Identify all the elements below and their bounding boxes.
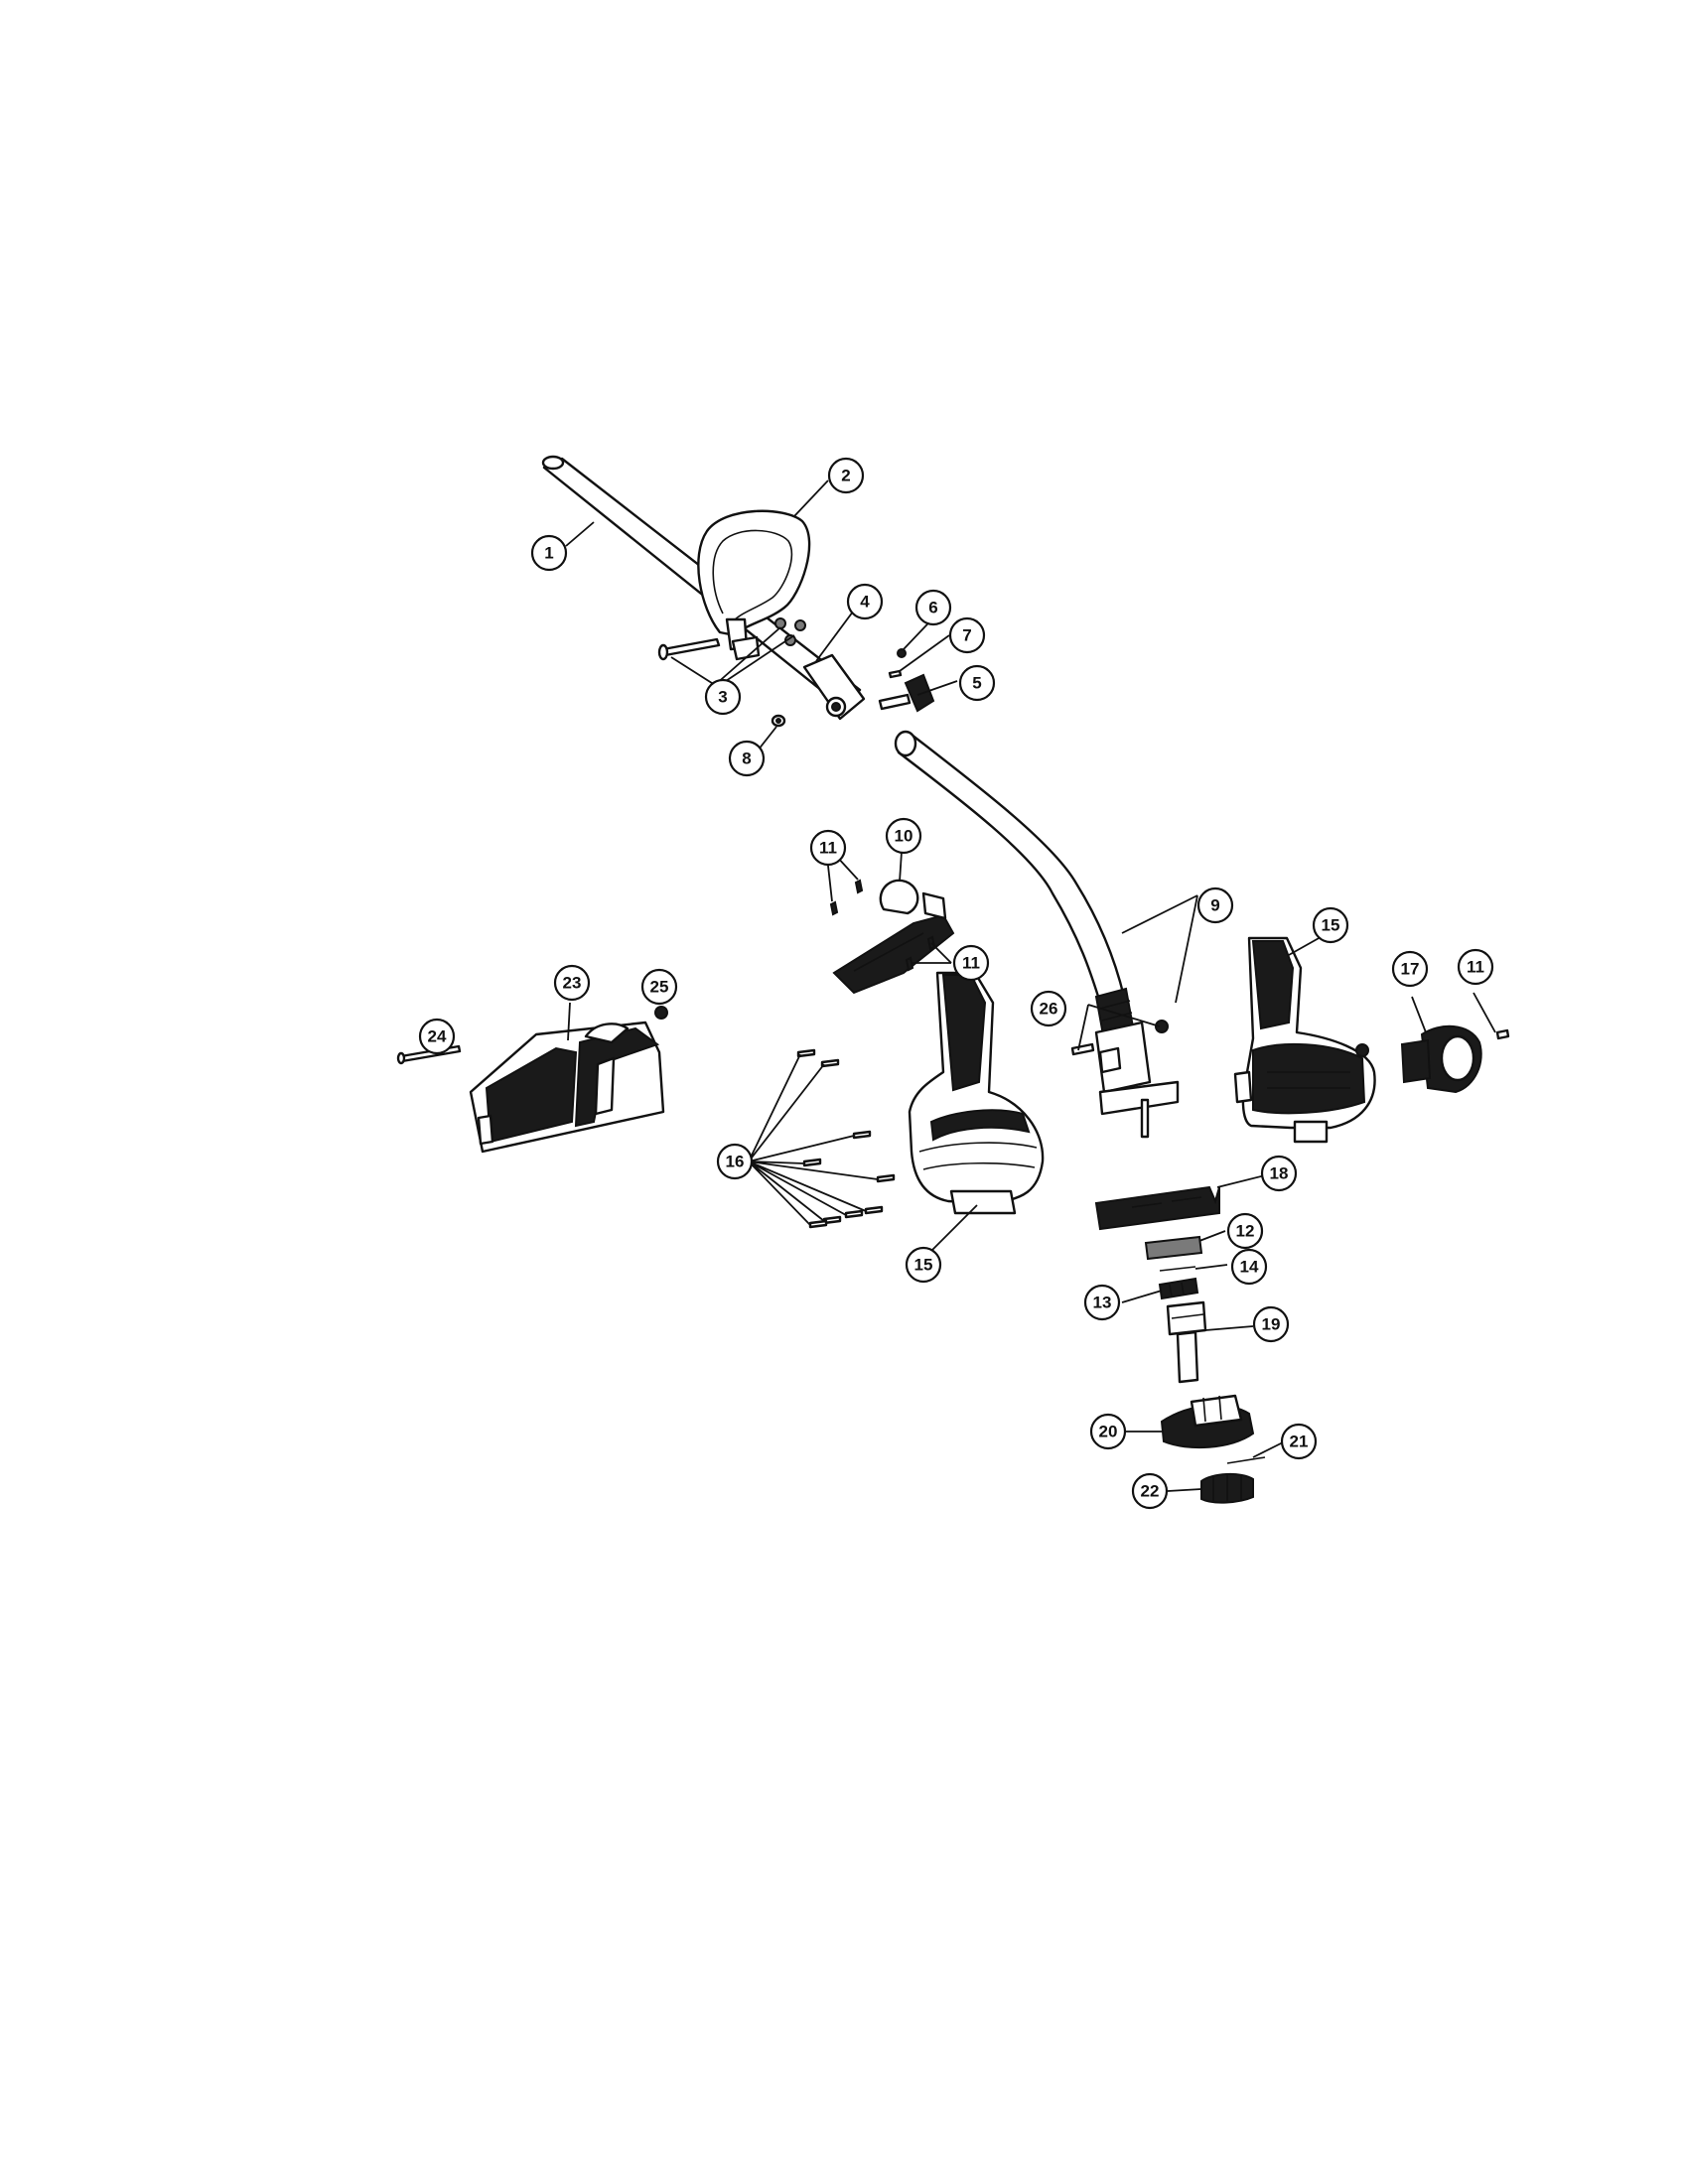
trimmer-line xyxy=(1226,1456,1266,1464)
callout-14: 14 xyxy=(1230,1248,1268,1286)
callout-label: 14 xyxy=(1240,1258,1259,1277)
assist-handle xyxy=(697,509,811,661)
callout-label: 8 xyxy=(742,750,751,768)
callout-label: 22 xyxy=(1141,1482,1160,1501)
callout-9: 9 xyxy=(1196,887,1234,924)
callout-label: 7 xyxy=(962,626,971,645)
end-cap-screw xyxy=(1495,1028,1510,1040)
callout-label: 5 xyxy=(972,674,981,693)
callout-label: 16 xyxy=(726,1153,745,1171)
callout-1: 1 xyxy=(530,534,568,572)
spool-hub xyxy=(1166,1300,1207,1384)
callout-label: 11 xyxy=(962,954,980,973)
callout-26: 26 xyxy=(1030,990,1067,1027)
callout-label: 15 xyxy=(1322,916,1340,935)
callout-label: 12 xyxy=(1236,1222,1255,1241)
adjust-knob xyxy=(878,673,935,713)
end-cap xyxy=(1400,1024,1482,1094)
callout-label: 23 xyxy=(563,974,582,993)
callout-15: 15 xyxy=(1312,906,1349,944)
callout-label: 20 xyxy=(1099,1423,1118,1441)
callout-label: 25 xyxy=(650,978,669,997)
callout-11: 11 xyxy=(952,944,990,982)
shaft-coupler xyxy=(802,653,866,721)
small-hardware xyxy=(771,648,907,728)
callout-16: 16 xyxy=(716,1143,754,1180)
callout-19: 19 xyxy=(1252,1305,1290,1343)
callout-23: 23 xyxy=(553,964,591,1002)
spacer-plate xyxy=(1144,1235,1203,1261)
callout-10: 10 xyxy=(885,817,922,855)
callout-label: 11 xyxy=(1467,958,1484,977)
callout-15: 15 xyxy=(905,1246,942,1284)
callout-label: 10 xyxy=(895,827,913,846)
line-spool xyxy=(1160,1394,1255,1449)
spring-clip xyxy=(1159,1266,1196,1272)
callout-7: 7 xyxy=(948,616,986,654)
callout-label: 4 xyxy=(860,593,870,612)
guide-nut xyxy=(654,1006,668,1020)
callout-18: 18 xyxy=(1260,1155,1298,1192)
lower-shaft xyxy=(894,730,1180,1139)
callout-label: 2 xyxy=(841,467,850,485)
callout-label: 9 xyxy=(1210,896,1219,915)
callout-21: 21 xyxy=(1280,1423,1318,1460)
callout-25: 25 xyxy=(640,968,678,1006)
callout-label: 26 xyxy=(1040,1000,1058,1019)
callout-4: 4 xyxy=(846,583,884,620)
callout-3: 3 xyxy=(704,678,742,716)
callout-20: 20 xyxy=(1089,1413,1127,1450)
callout-label: 1 xyxy=(544,544,553,563)
callout-label: 17 xyxy=(1401,960,1420,979)
callout-label: 24 xyxy=(428,1027,447,1046)
callout-6: 6 xyxy=(914,589,952,626)
callout-12: 12 xyxy=(1226,1212,1264,1250)
trigger-switch xyxy=(832,879,955,995)
callout-24: 24 xyxy=(418,1018,456,1055)
callout-13: 13 xyxy=(1083,1284,1121,1321)
callout-8: 8 xyxy=(728,740,766,777)
callout-5: 5 xyxy=(958,664,996,702)
callout-2: 2 xyxy=(827,457,865,494)
callout-label: 11 xyxy=(819,839,837,858)
retainer xyxy=(1158,1277,1199,1300)
callout-label: 6 xyxy=(928,599,937,617)
motor-housing-left xyxy=(908,971,1045,1215)
callout-label: 13 xyxy=(1093,1294,1112,1312)
motor-housing-right xyxy=(1233,936,1376,1144)
callout-label: 3 xyxy=(718,688,727,707)
housing-screws xyxy=(796,1048,896,1229)
edge-guide xyxy=(469,1021,665,1154)
callout-label: 18 xyxy=(1270,1164,1289,1183)
cutting-guard xyxy=(1094,1185,1220,1231)
handle-bolts xyxy=(657,617,806,661)
callout-label: 19 xyxy=(1262,1315,1281,1334)
callout-label: 15 xyxy=(914,1256,933,1275)
callout-11: 11 xyxy=(1457,948,1494,986)
callout-22: 22 xyxy=(1131,1472,1169,1510)
callout-label: 21 xyxy=(1290,1433,1309,1451)
callout-11: 11 xyxy=(809,829,847,867)
bump-knob xyxy=(1200,1473,1254,1504)
callout-17: 17 xyxy=(1391,950,1429,988)
